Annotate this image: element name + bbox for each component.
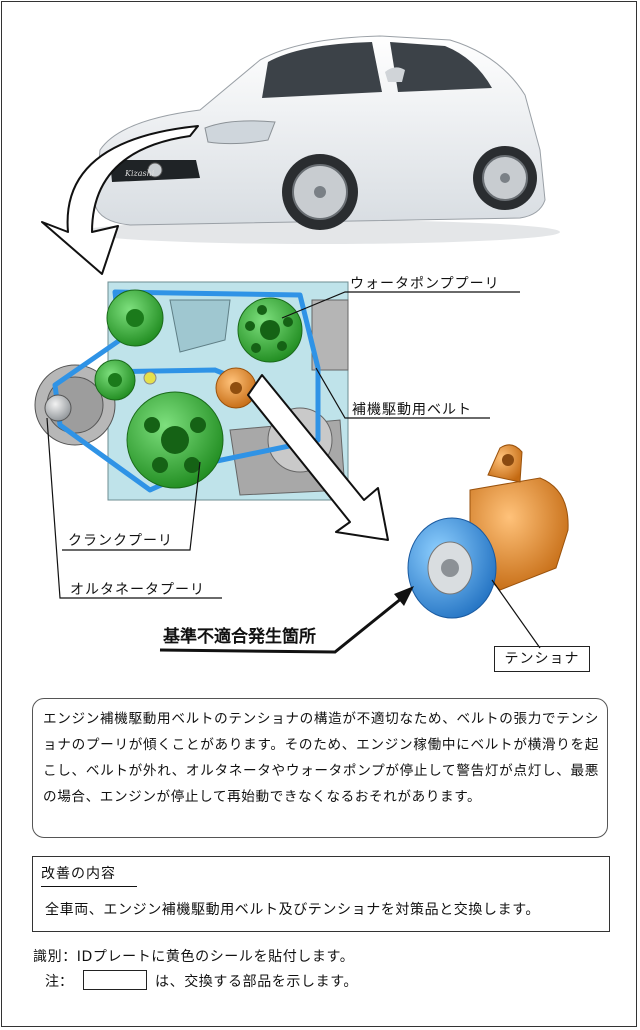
label-alternator-pulley: オルタネータプーリ xyxy=(70,582,205,598)
label-tensioner: テンショナ xyxy=(494,646,590,672)
defect-pointer-arrow xyxy=(159,596,403,654)
car-illustration: Kizashi xyxy=(80,35,560,244)
improvement-title: 改善の内容 xyxy=(41,863,137,887)
tensioner-enlarged xyxy=(407,444,569,619)
improvement-box: 改善の内容 全車両、エンジン補機駆動用ベルト及びテンショナを対策品と交換します。 xyxy=(32,856,610,932)
engine-illustration xyxy=(34,281,349,501)
car-to-engine-arrow xyxy=(41,125,199,275)
label-water-pump-pulley: ウォータポンププーリ xyxy=(350,276,500,292)
defect-description: エンジン補機駆動用ベルトのテンショナの構造が不適切なため、ベルトの張力でテンショ… xyxy=(32,698,608,838)
identification-text: 識別：IDプレートに黄色のシールを貼付します。 xyxy=(33,949,355,965)
label-defect-location: 基準不適合発生箇所 xyxy=(163,627,316,647)
label-crank-pulley: クランクプーリ xyxy=(68,533,173,549)
note-label: 注： xyxy=(45,974,73,990)
leader-lines xyxy=(46,291,541,649)
note-legend-box xyxy=(83,970,147,990)
recall-diagram: Kizashi xyxy=(34,35,569,654)
alternator-pulley xyxy=(44,394,72,422)
car-badge: Kizashi xyxy=(124,169,155,178)
note-text: は、交換する部品を示します。 xyxy=(155,974,358,990)
label-accessory-belt: 補機駆動用ベルト xyxy=(352,402,472,418)
improvement-text: 全車両、エンジン補機駆動用ベルト及びテンショナを対策品と交換します。 xyxy=(45,902,540,918)
zoom-arrow xyxy=(247,374,389,541)
